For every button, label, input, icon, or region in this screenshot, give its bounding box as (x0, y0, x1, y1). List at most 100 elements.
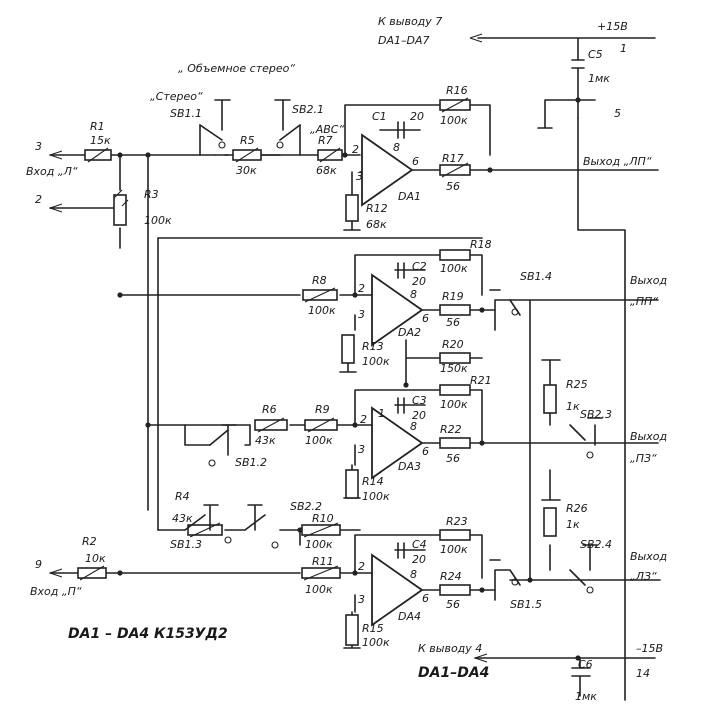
wiring (49, 33, 661, 701)
label-c6: C6 (578, 658, 593, 671)
label-n6c: 6 (422, 445, 429, 458)
switch-sb12 (208, 424, 237, 467)
label-da1: DA1 (398, 190, 421, 203)
label-sb23: SB2.3 (580, 408, 612, 421)
switch-sb21 (274, 99, 301, 149)
label-n8d: 8 (410, 568, 417, 581)
label-r1: R1 (90, 120, 105, 133)
resistor-r18 (439, 249, 471, 261)
label-r16v: 100к (440, 114, 468, 127)
resistor-r15 (345, 614, 359, 646)
label-r4v: 43к (172, 512, 193, 525)
label-chip: DA1 – DA4 К153УД2 (68, 626, 228, 642)
label-vhod-l: Вход „Л“ (26, 165, 78, 178)
resistor-r13 (341, 334, 355, 364)
label-r18: R18 (470, 238, 492, 251)
label-pin1: 1 (620, 42, 627, 55)
label-r11: R11 (312, 555, 334, 568)
label-r6v: 43к (255, 434, 276, 447)
label-abc: „АВС“ (310, 123, 344, 136)
label-r19: R19 (442, 290, 464, 303)
resistors (77, 97, 557, 646)
label-r21: R21 (470, 374, 492, 387)
label-r2: R2 (82, 535, 97, 548)
label-r1v: 15к (90, 134, 111, 147)
op-amps (361, 133, 424, 627)
resistor-r25 (543, 384, 557, 414)
label-n3b: 3 (358, 308, 365, 321)
label-r12v: 68к (366, 218, 387, 231)
label-vhod-p: Вход „П“ (30, 585, 82, 598)
label-c3n: 20 (412, 409, 426, 422)
label-r22: R22 (440, 423, 462, 436)
label-vyhod-lp: Выход „ЛП“ (583, 155, 652, 168)
label-r8v: 100к (308, 304, 336, 317)
switch-sb11 (199, 99, 231, 149)
label-vyhod-lz: „ЛЗ“ (630, 570, 657, 583)
label-r5tv: 30к (236, 164, 257, 177)
label-r6: R6 (262, 403, 277, 416)
label-c5: C5 (588, 48, 603, 61)
switch-sb15 (489, 559, 521, 601)
label-pin5: 5 (614, 107, 621, 120)
label-c4: C4 (412, 538, 427, 551)
resistor-r20 (439, 352, 471, 364)
label-r23v: 100к (440, 543, 468, 556)
label-r20: R20 (442, 338, 464, 351)
label-vyhod4: Выход (630, 550, 667, 563)
label-r10: R10 (312, 512, 334, 525)
label-pin3: 3 (35, 140, 42, 153)
label-pin2t: 2 (35, 193, 42, 206)
label-r23: R23 (446, 515, 468, 528)
label-r19v: 56 (446, 316, 460, 329)
label-c1: C1 (372, 110, 387, 123)
label-pin9: 9 (35, 558, 42, 571)
label-r13: R13 (362, 340, 384, 353)
label-n2a: 2 (352, 143, 359, 156)
label-sb12: SB1.2 (235, 456, 267, 469)
label-r9: R9 (315, 403, 330, 416)
label-minus15: –15В (636, 642, 663, 655)
resistor-r24 (439, 584, 471, 596)
resistor-r19 (439, 304, 471, 316)
switches (184, 99, 603, 601)
switch-sb24 (569, 544, 598, 594)
resistor-r14 (345, 469, 359, 499)
label-sb14: SB1.4 (520, 270, 552, 283)
label-r7v: 68к (316, 164, 337, 177)
label-obemnoe: „ Объемное стерео“ (178, 62, 295, 75)
label-r13v: 100к (362, 355, 390, 368)
label-n2d: 2 (358, 560, 365, 573)
switch-sb13 (184, 504, 232, 544)
label-vyhod-pp: „ПП“ (630, 295, 658, 308)
label-n1c: 1 (378, 407, 385, 420)
label-sb21: SB2.1 (292, 103, 324, 116)
label-c5v: 1мк (588, 72, 610, 85)
label-n2b: 2 (358, 282, 365, 295)
label-n3c: 3 (358, 443, 365, 456)
opamp-da3 (371, 406, 424, 480)
capacitors (397, 121, 405, 559)
label-c4n: 20 (412, 553, 426, 566)
label-r14v: 100к (362, 490, 390, 503)
opamp-da2 (371, 273, 424, 347)
resistor-r3 (113, 194, 127, 226)
label-c2: C2 (412, 260, 427, 273)
label-n3d: 3 (358, 593, 365, 606)
label-sb11: SB1.1 (170, 107, 202, 120)
label-r12: R12 (366, 202, 388, 215)
label-r3: R3 (144, 188, 159, 201)
label-da-top: DA1–DA7 (378, 34, 430, 47)
label-r5t: R5 (240, 134, 255, 147)
label-r11v: 100к (305, 583, 333, 596)
label-k-vyvodu4: К выводу 4 (418, 642, 482, 655)
label-r17: R17 (442, 152, 464, 165)
label-n3a: 3 (356, 170, 363, 183)
label-r22v: 56 (446, 452, 460, 465)
opamp-da1 (361, 133, 414, 207)
label-r25v: 1к (566, 400, 580, 413)
label-n8a: 8 (393, 141, 400, 154)
label-r4: R4 (175, 490, 190, 503)
label-r8: R8 (312, 274, 327, 287)
